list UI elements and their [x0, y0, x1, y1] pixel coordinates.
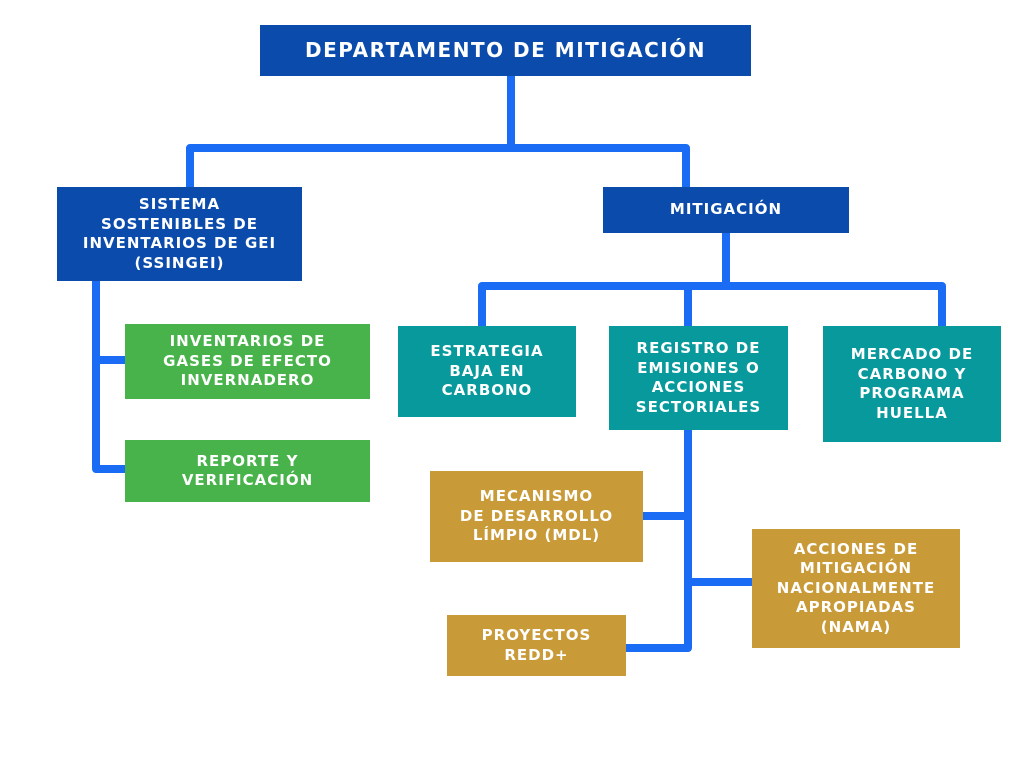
node-label: ESTRATEGIA BAJA EN CARBONO — [430, 342, 544, 400]
connector-group — [92, 76, 946, 652]
connector-ssingei-branch — [92, 281, 126, 473]
node-label: INVENTARIOS DE GASES DE EFECTO INVERNADE… — [163, 332, 332, 390]
node-label: PROYECTOS REDD+ — [481, 626, 592, 664]
connector-mid-bus — [478, 282, 946, 327]
node-mdl: MECANISMO DE DESARROLLO LÍMPIO (MDL) — [430, 471, 643, 562]
node-label: ACCIONES DE MITIGACIÓN NACIONALMENTE APR… — [776, 539, 936, 636]
node-reporte-verificacion: REPORTE Y VERIFICACIÓN — [125, 440, 370, 502]
node-proyectos-redd: PROYECTOS REDD+ — [447, 615, 626, 676]
node-label: REPORTE Y VERIFICACIÓN — [181, 451, 314, 490]
node-inventarios-gei: INVENTARIOS DE GASES DE EFECTO INVERNADE… — [125, 324, 370, 399]
node-label: SISTEMA SOSTENIBLES DE INVENTARIOS DE GE… — [82, 195, 277, 272]
node-label: MITIGACIÓN — [669, 200, 783, 219]
node-registro-emisiones: REGISTRO DE EMISIONES O ACCIONES SECTORI… — [609, 326, 788, 430]
node-departamento-mitigacion: DEPARTAMENTO DE MITIGACIÓN — [260, 25, 751, 76]
connector-registro-trunk — [626, 430, 692, 652]
node-label: MERCADO DE CARBONO Y PROGRAMA HUELLA — [850, 345, 974, 422]
connector-top-bus — [186, 144, 690, 187]
node-label: REGISTRO DE EMISIONES O ACCIONES SECTORI… — [635, 339, 762, 416]
node-label: MECANISMO DE DESARROLLO LÍMPIO (MDL) — [459, 487, 614, 545]
node-estrategia-baja-carbono: ESTRATEGIA BAJA EN CARBONO — [398, 326, 576, 417]
node-label: DEPARTAMENTO DE MITIGACIÓN — [305, 37, 706, 62]
node-mercado-carbono: MERCADO DE CARBONO Y PROGRAMA HUELLA — [823, 326, 1001, 442]
node-ssingei: SISTEMA SOSTENIBLES DE INVENTARIOS DE GE… — [57, 187, 302, 281]
node-nama: ACCIONES DE MITIGACIÓN NACIONALMENTE APR… — [752, 529, 960, 648]
node-mitigacion: MITIGACIÓN — [603, 187, 849, 233]
